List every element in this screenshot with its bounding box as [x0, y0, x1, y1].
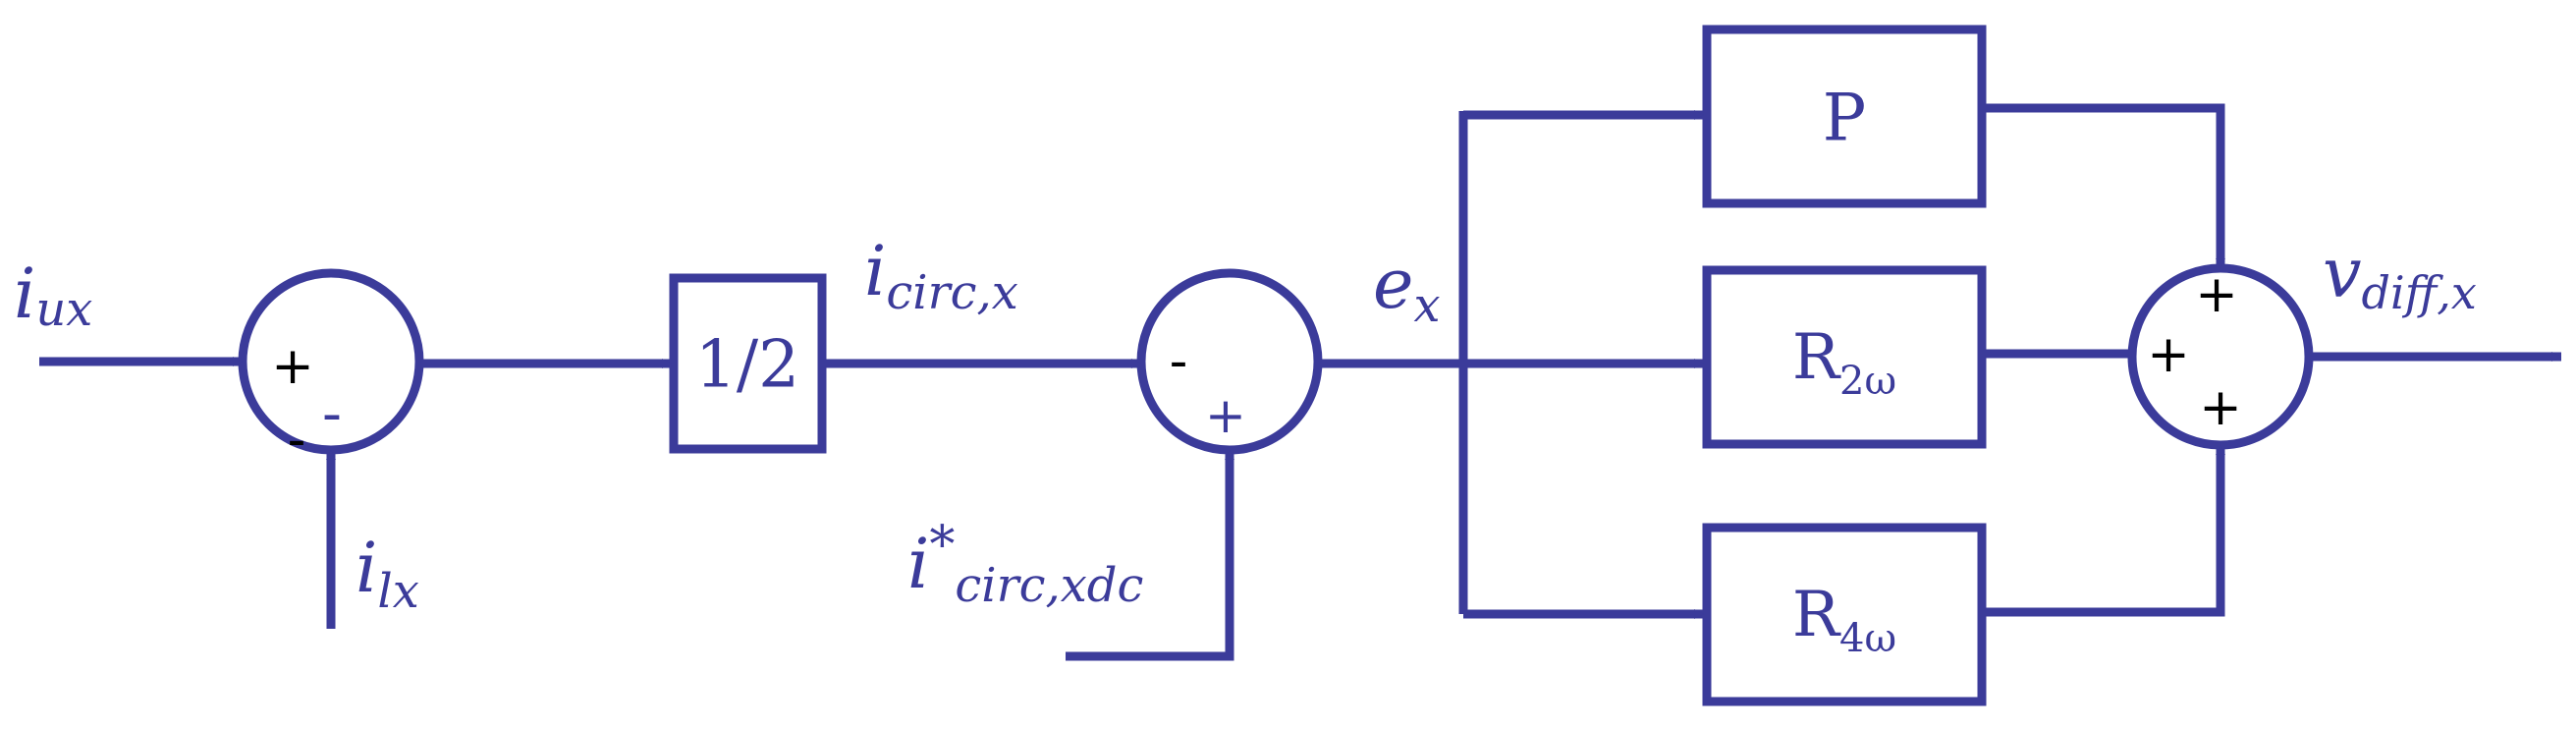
summing-junction-1: + - -: [238, 268, 424, 470]
block-p: P: [1702, 25, 1987, 208]
summer2-left-sign: -: [1170, 332, 1188, 391]
summer1-bottom-sign: -: [322, 382, 342, 446]
label-e-x: ex: [1373, 244, 1441, 333]
label-i-circ-ref: i*circ,xdc: [907, 516, 1143, 613]
label-v-diff-x: vdiff,x: [2323, 233, 2477, 319]
label-i-ux-base: i: [14, 253, 35, 334]
summer3-top-sign: +: [2195, 265, 2238, 324]
block-r4w-subscript: 4ω: [1839, 616, 1896, 661]
label-i-ux-subscript: ux: [35, 282, 92, 337]
block-r2w-subscript: 2ω: [1839, 359, 1896, 404]
block-half-label: 1/2: [695, 327, 799, 403]
label-i-circ-x: icirc,x: [864, 231, 1018, 320]
block-r4w-base: R: [1792, 579, 1841, 651]
block-r4w-label: R4ω: [1792, 579, 1896, 661]
summer1-edge-sign: -: [288, 411, 306, 470]
summer1-top-sign: +: [271, 337, 314, 396]
label-e-x-base: e: [1373, 244, 1413, 324]
summer3-bottom-sign: +: [2199, 378, 2242, 437]
signal-ref-arrow: [1066, 450, 1234, 661]
signal-r4w-to-sum3: [1982, 445, 2225, 617]
label-e-x-subscript: x: [1413, 278, 1440, 333]
block-r2w: R2ω: [1702, 265, 1987, 449]
signal-p-to-sum3: [1982, 103, 2225, 268]
label-i-circ-ref-base: i: [907, 524, 929, 604]
label-i-circ-ref-subscript: circ,xdc: [955, 558, 1143, 613]
label-i-ux: iux: [14, 253, 92, 337]
label-i-lx-base: i: [356, 528, 377, 608]
block-r2w-label: R2ω: [1792, 321, 1896, 404]
summing-junction-2: - +: [1136, 268, 1323, 455]
label-i-circ-x-subscript: circ,x: [886, 265, 1017, 320]
label-i-lx: ilx: [356, 528, 419, 619]
label-i-circ-ref-superscript: *: [929, 516, 955, 575]
label-v-diff-x-base: v: [2323, 233, 2362, 313]
label-v-diff-x-subscript: diff,x: [2362, 266, 2477, 319]
summer3-left-sign: +: [2147, 325, 2190, 384]
label-i-lx-subscript: lx: [377, 564, 418, 619]
block-r4w: R4ω: [1702, 523, 1987, 706]
summer2-bottom-sign: +: [1205, 387, 1246, 444]
summing-junction-3: + + +: [2127, 263, 2314, 450]
block-half: 1/2: [669, 273, 827, 454]
label-i-circ-x-base: i: [864, 231, 886, 311]
block-p-label: P: [1823, 81, 1866, 156]
block-r2w-base: R: [1792, 321, 1841, 394]
